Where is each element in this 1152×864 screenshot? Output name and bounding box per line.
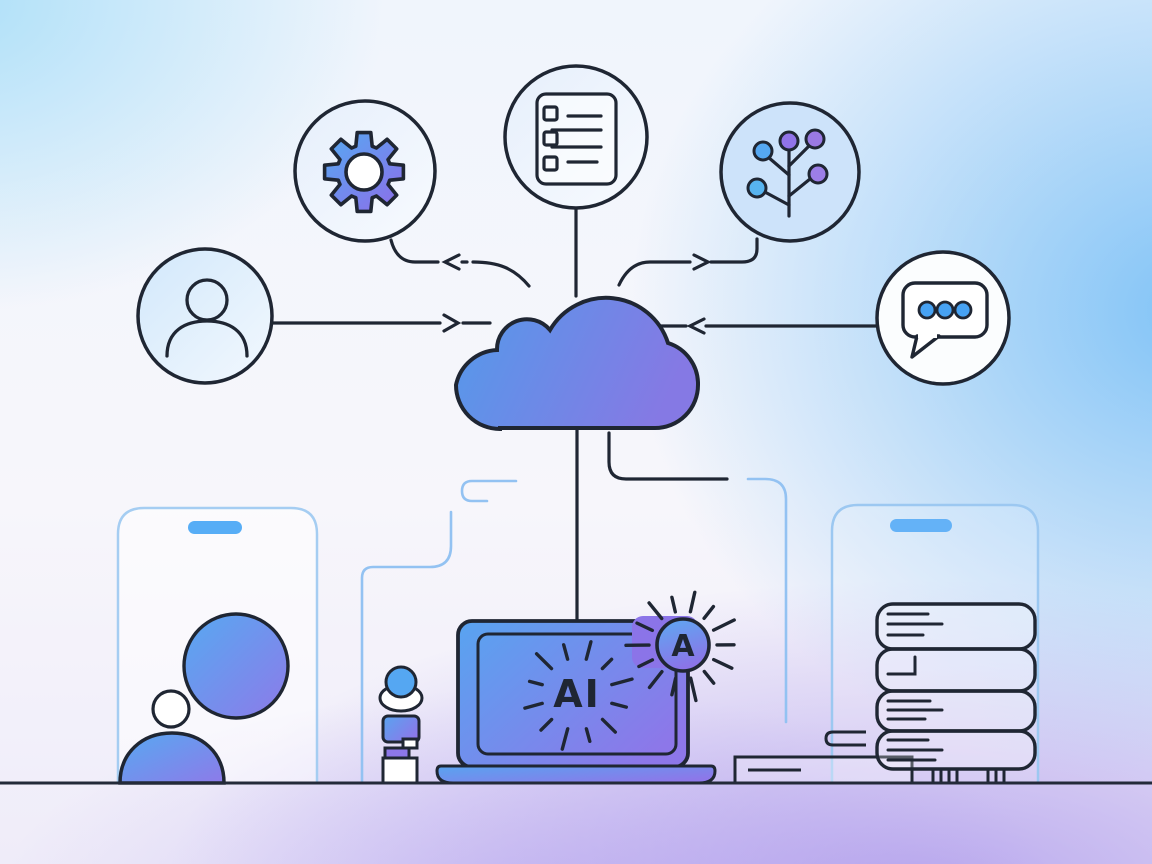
user-icon xyxy=(165,278,249,358)
server-feet xyxy=(931,769,1006,782)
smartphone-right-notch xyxy=(890,519,952,532)
tree-node-right xyxy=(807,163,829,185)
chat-node xyxy=(875,250,1011,386)
tree-node-lower-left xyxy=(746,177,768,199)
trace-left xyxy=(360,510,453,783)
user-node-ring xyxy=(136,247,274,385)
smartphone-right-body xyxy=(830,503,1040,785)
connector-tree xyxy=(709,237,759,264)
chat-dot xyxy=(953,300,973,320)
tree-node-upper-right xyxy=(804,128,826,150)
user-node xyxy=(136,247,274,385)
laptop: AI A xyxy=(435,590,736,785)
small-figure-head xyxy=(384,665,418,699)
connector-gear-curve xyxy=(471,260,531,288)
avatar-circle-small xyxy=(151,689,191,729)
smartphone-left xyxy=(116,506,319,785)
arrow-left-icon xyxy=(686,317,706,335)
connector-cloud-branch xyxy=(607,431,729,481)
ai-badge-icon xyxy=(655,617,711,673)
laptop-screen-label: AI xyxy=(553,672,601,716)
cloud-icon xyxy=(453,295,701,432)
chat-dot xyxy=(917,300,937,320)
connector-tree-curve xyxy=(617,260,692,287)
shelf-bracket xyxy=(824,730,866,747)
badge-sunburst-icon xyxy=(624,590,736,703)
small-figure-base xyxy=(381,756,419,785)
chat-dot xyxy=(935,300,955,320)
arrow-left-icon xyxy=(441,253,461,271)
tree-node-top xyxy=(778,130,800,152)
server-unit-2 xyxy=(875,647,1037,693)
connector-gear xyxy=(389,238,440,264)
badge-label: A xyxy=(671,629,695,664)
gear-node xyxy=(293,99,437,243)
checklist-icon xyxy=(535,92,618,186)
server-detail-lines xyxy=(886,612,944,762)
server-unit-1 xyxy=(875,602,1037,651)
arrow-right-icon xyxy=(692,253,712,271)
trace-right xyxy=(746,477,788,724)
ai-sunburst-icon xyxy=(523,640,634,751)
network-tree-node xyxy=(719,101,861,243)
gear-hole xyxy=(344,152,384,192)
tree-node-upper-left xyxy=(752,140,774,162)
person-figure xyxy=(118,731,226,785)
server-stack xyxy=(875,602,1037,782)
trace-hook xyxy=(460,479,518,503)
laptop-base xyxy=(435,764,717,785)
network-tree-icon xyxy=(761,144,812,218)
smartphone-left-notch xyxy=(188,521,242,534)
arrow-right-icon xyxy=(442,313,462,333)
checklist-node xyxy=(503,64,649,210)
small-figure-body xyxy=(381,714,421,744)
avatar-circle-large xyxy=(182,612,290,720)
circuit-traces xyxy=(360,477,788,783)
connectors xyxy=(270,207,880,622)
chat-bubble-icon xyxy=(901,281,989,359)
smartphone-right xyxy=(830,503,1040,785)
small-figure xyxy=(378,665,424,785)
laptop-screen-border xyxy=(476,632,678,756)
